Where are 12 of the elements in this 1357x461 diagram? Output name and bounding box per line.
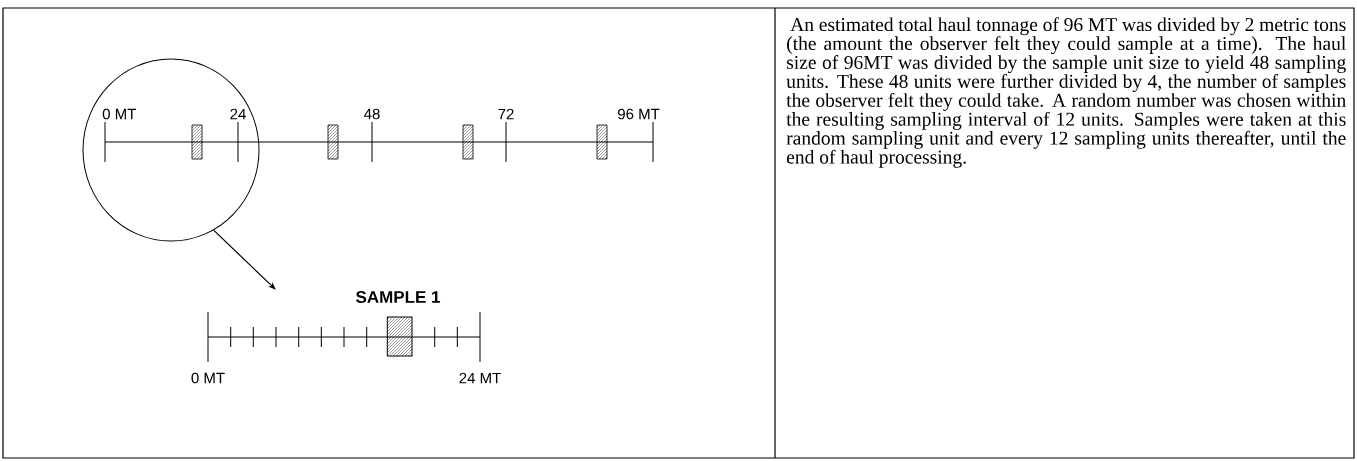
scale-label: 72 <box>498 108 514 120</box>
description-paragraph: An estimated total haul tonnage of 96 MT was divided by 2 metric tons (the amount the observer felt they could sample at a time). The haul size of 96MT was divided by the sample unit size to yield 48 sampling units. These 48 units were further divided by 4, the number of samples the observer felt they could take. A random number was chosen within the resulting sampling interval of 12 units. Samples were taken at this random sampling unit and every 12 sampling units thereafter, until the end of haul processing. <box>786 17 1346 168</box>
scale-drawing <box>207 311 481 363</box>
scale-label: 0 MT <box>102 108 136 120</box>
scale-label: 24 MT <box>459 372 501 384</box>
scale-label: 96 MT <box>618 108 660 120</box>
scale-label: 24 <box>230 108 246 120</box>
arrow <box>213 229 276 290</box>
scale-label: 0 MT <box>191 372 225 384</box>
scale-drawing <box>386 316 413 357</box>
zoom-ellipse <box>82 58 260 242</box>
scale-label: 48 <box>364 108 380 120</box>
